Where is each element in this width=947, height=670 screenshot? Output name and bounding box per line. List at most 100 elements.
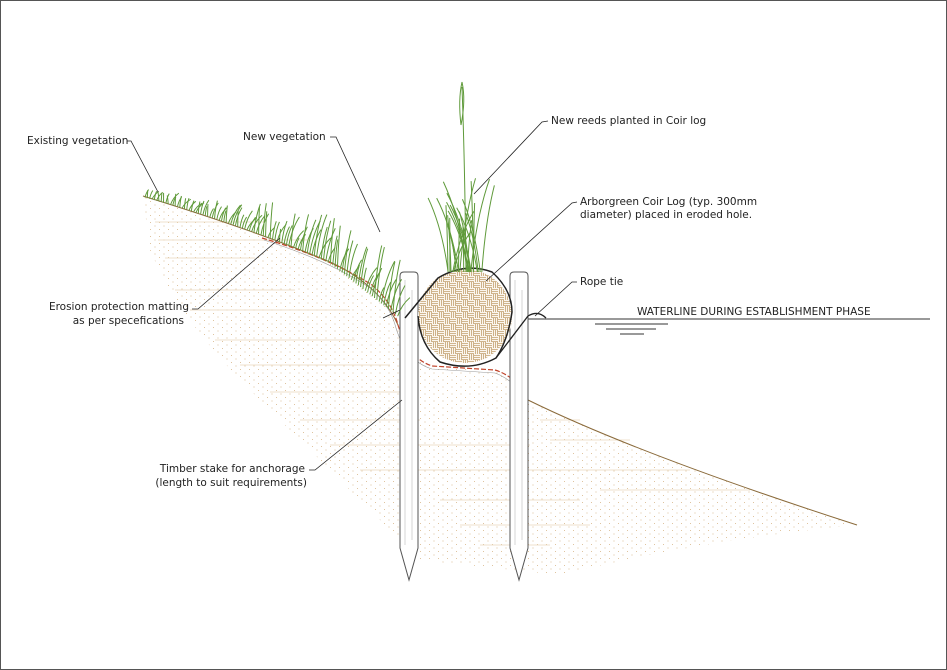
grass-blade xyxy=(190,200,195,212)
grass-blade xyxy=(174,193,177,207)
grass-blade xyxy=(241,216,248,229)
timber-stake-right xyxy=(509,271,529,582)
grass-blade xyxy=(313,214,323,257)
grass-blade xyxy=(470,178,490,273)
grass-blade xyxy=(183,198,187,209)
grass-blade xyxy=(160,192,163,203)
grass-blade xyxy=(299,226,308,251)
reed-seed-head xyxy=(459,81,465,126)
grass-blade xyxy=(318,237,332,259)
grass-blade xyxy=(446,192,472,273)
grass-blade xyxy=(223,210,227,222)
grass-blade xyxy=(197,201,201,214)
grass-blade xyxy=(202,199,210,215)
grass-blade xyxy=(244,210,253,230)
grass-blade xyxy=(357,246,368,286)
grass-blade xyxy=(445,205,449,273)
grass-blade xyxy=(209,208,214,218)
grass-blade xyxy=(292,230,305,248)
grass-blade xyxy=(339,248,350,271)
grass-blade xyxy=(380,260,396,304)
grass-blade xyxy=(332,235,338,266)
grass-blade xyxy=(258,206,261,235)
grass-blade xyxy=(274,221,280,241)
soil-bank xyxy=(143,196,857,575)
grass-blade xyxy=(204,206,208,216)
grass-blade xyxy=(306,219,317,254)
label-stake-2: (length to suit requirements) xyxy=(155,477,307,489)
erosion-matting xyxy=(261,237,529,399)
grass-blade xyxy=(232,204,243,226)
label-coir-log-2: diameter) placed in eroded hole. xyxy=(580,209,752,221)
grass-blade xyxy=(353,259,363,282)
vegetation xyxy=(144,81,495,317)
grass-blade xyxy=(453,231,472,273)
grass-blade xyxy=(188,200,197,211)
grass-blade xyxy=(470,181,475,273)
grass-blade xyxy=(214,200,218,219)
grass-blade xyxy=(364,267,378,291)
label-coir-log-1: Arborgreen Coir Log (typ. 300mm xyxy=(580,196,757,208)
grass-blade xyxy=(239,214,245,228)
grass-blade xyxy=(186,198,190,210)
label-waterline: WATERLINE DURING ESTABLISHMENT PHASE xyxy=(637,306,871,318)
grass-blade xyxy=(200,200,205,215)
leader-lines xyxy=(127,120,578,471)
grass-blade xyxy=(230,204,241,225)
grass-blade xyxy=(144,189,150,198)
grass-blade xyxy=(255,215,266,234)
grass-blade xyxy=(323,220,332,261)
label-existing-vegetation: Existing vegetation xyxy=(27,135,128,147)
waterline xyxy=(528,318,930,335)
grass-blade xyxy=(218,206,228,221)
grass-blade xyxy=(348,243,358,279)
grass-blade xyxy=(179,195,182,208)
grass-blade xyxy=(383,281,392,306)
grass-blade xyxy=(325,228,336,262)
grass-blade xyxy=(316,214,328,258)
grass-blade xyxy=(170,192,180,205)
label-erosion-2: as per specefications xyxy=(73,315,184,327)
grass-blade xyxy=(459,178,476,273)
label-rope-tie: Rope tie xyxy=(580,276,623,288)
grass-blade xyxy=(336,225,341,269)
grass-blade xyxy=(397,297,411,317)
grass-blade xyxy=(281,220,288,244)
grass-blade xyxy=(374,245,383,299)
grass-blade xyxy=(211,202,219,218)
grass-blade xyxy=(153,191,158,201)
grass-blade xyxy=(320,226,328,260)
label-new-vegetation: New vegetation xyxy=(243,131,326,143)
grass-blade xyxy=(329,218,335,264)
grass-blade xyxy=(367,275,374,293)
grass-blade xyxy=(346,240,354,277)
label-new-reeds: New reeds planted in Coir log xyxy=(551,115,706,127)
grass-blade xyxy=(378,287,385,302)
grass-blade xyxy=(225,205,228,223)
grass-blade xyxy=(290,213,296,247)
grass-blade xyxy=(283,226,290,245)
grass-blade xyxy=(461,86,467,273)
grass-blade xyxy=(427,197,449,273)
grass-blade xyxy=(221,207,227,221)
grass-blade xyxy=(362,267,367,289)
grass-blade xyxy=(216,206,222,220)
grass-blade xyxy=(149,190,154,199)
grass-blade xyxy=(265,211,268,237)
grass-blade xyxy=(334,239,339,268)
grass-blade xyxy=(269,202,274,239)
grass-blade xyxy=(295,237,300,249)
grass-blade xyxy=(376,246,385,300)
grass-blade xyxy=(181,198,192,209)
label-erosion-1: Erosion protection matting xyxy=(49,301,189,313)
grass-blade xyxy=(387,261,396,309)
grass-blade xyxy=(447,225,457,273)
grass-blade xyxy=(355,264,360,284)
grass-blade xyxy=(262,203,267,236)
label-stake-1: Timber stake for anchorage xyxy=(159,463,305,475)
grass-blade xyxy=(343,230,352,275)
grass-blade xyxy=(278,228,282,243)
grass-blade xyxy=(248,216,257,231)
